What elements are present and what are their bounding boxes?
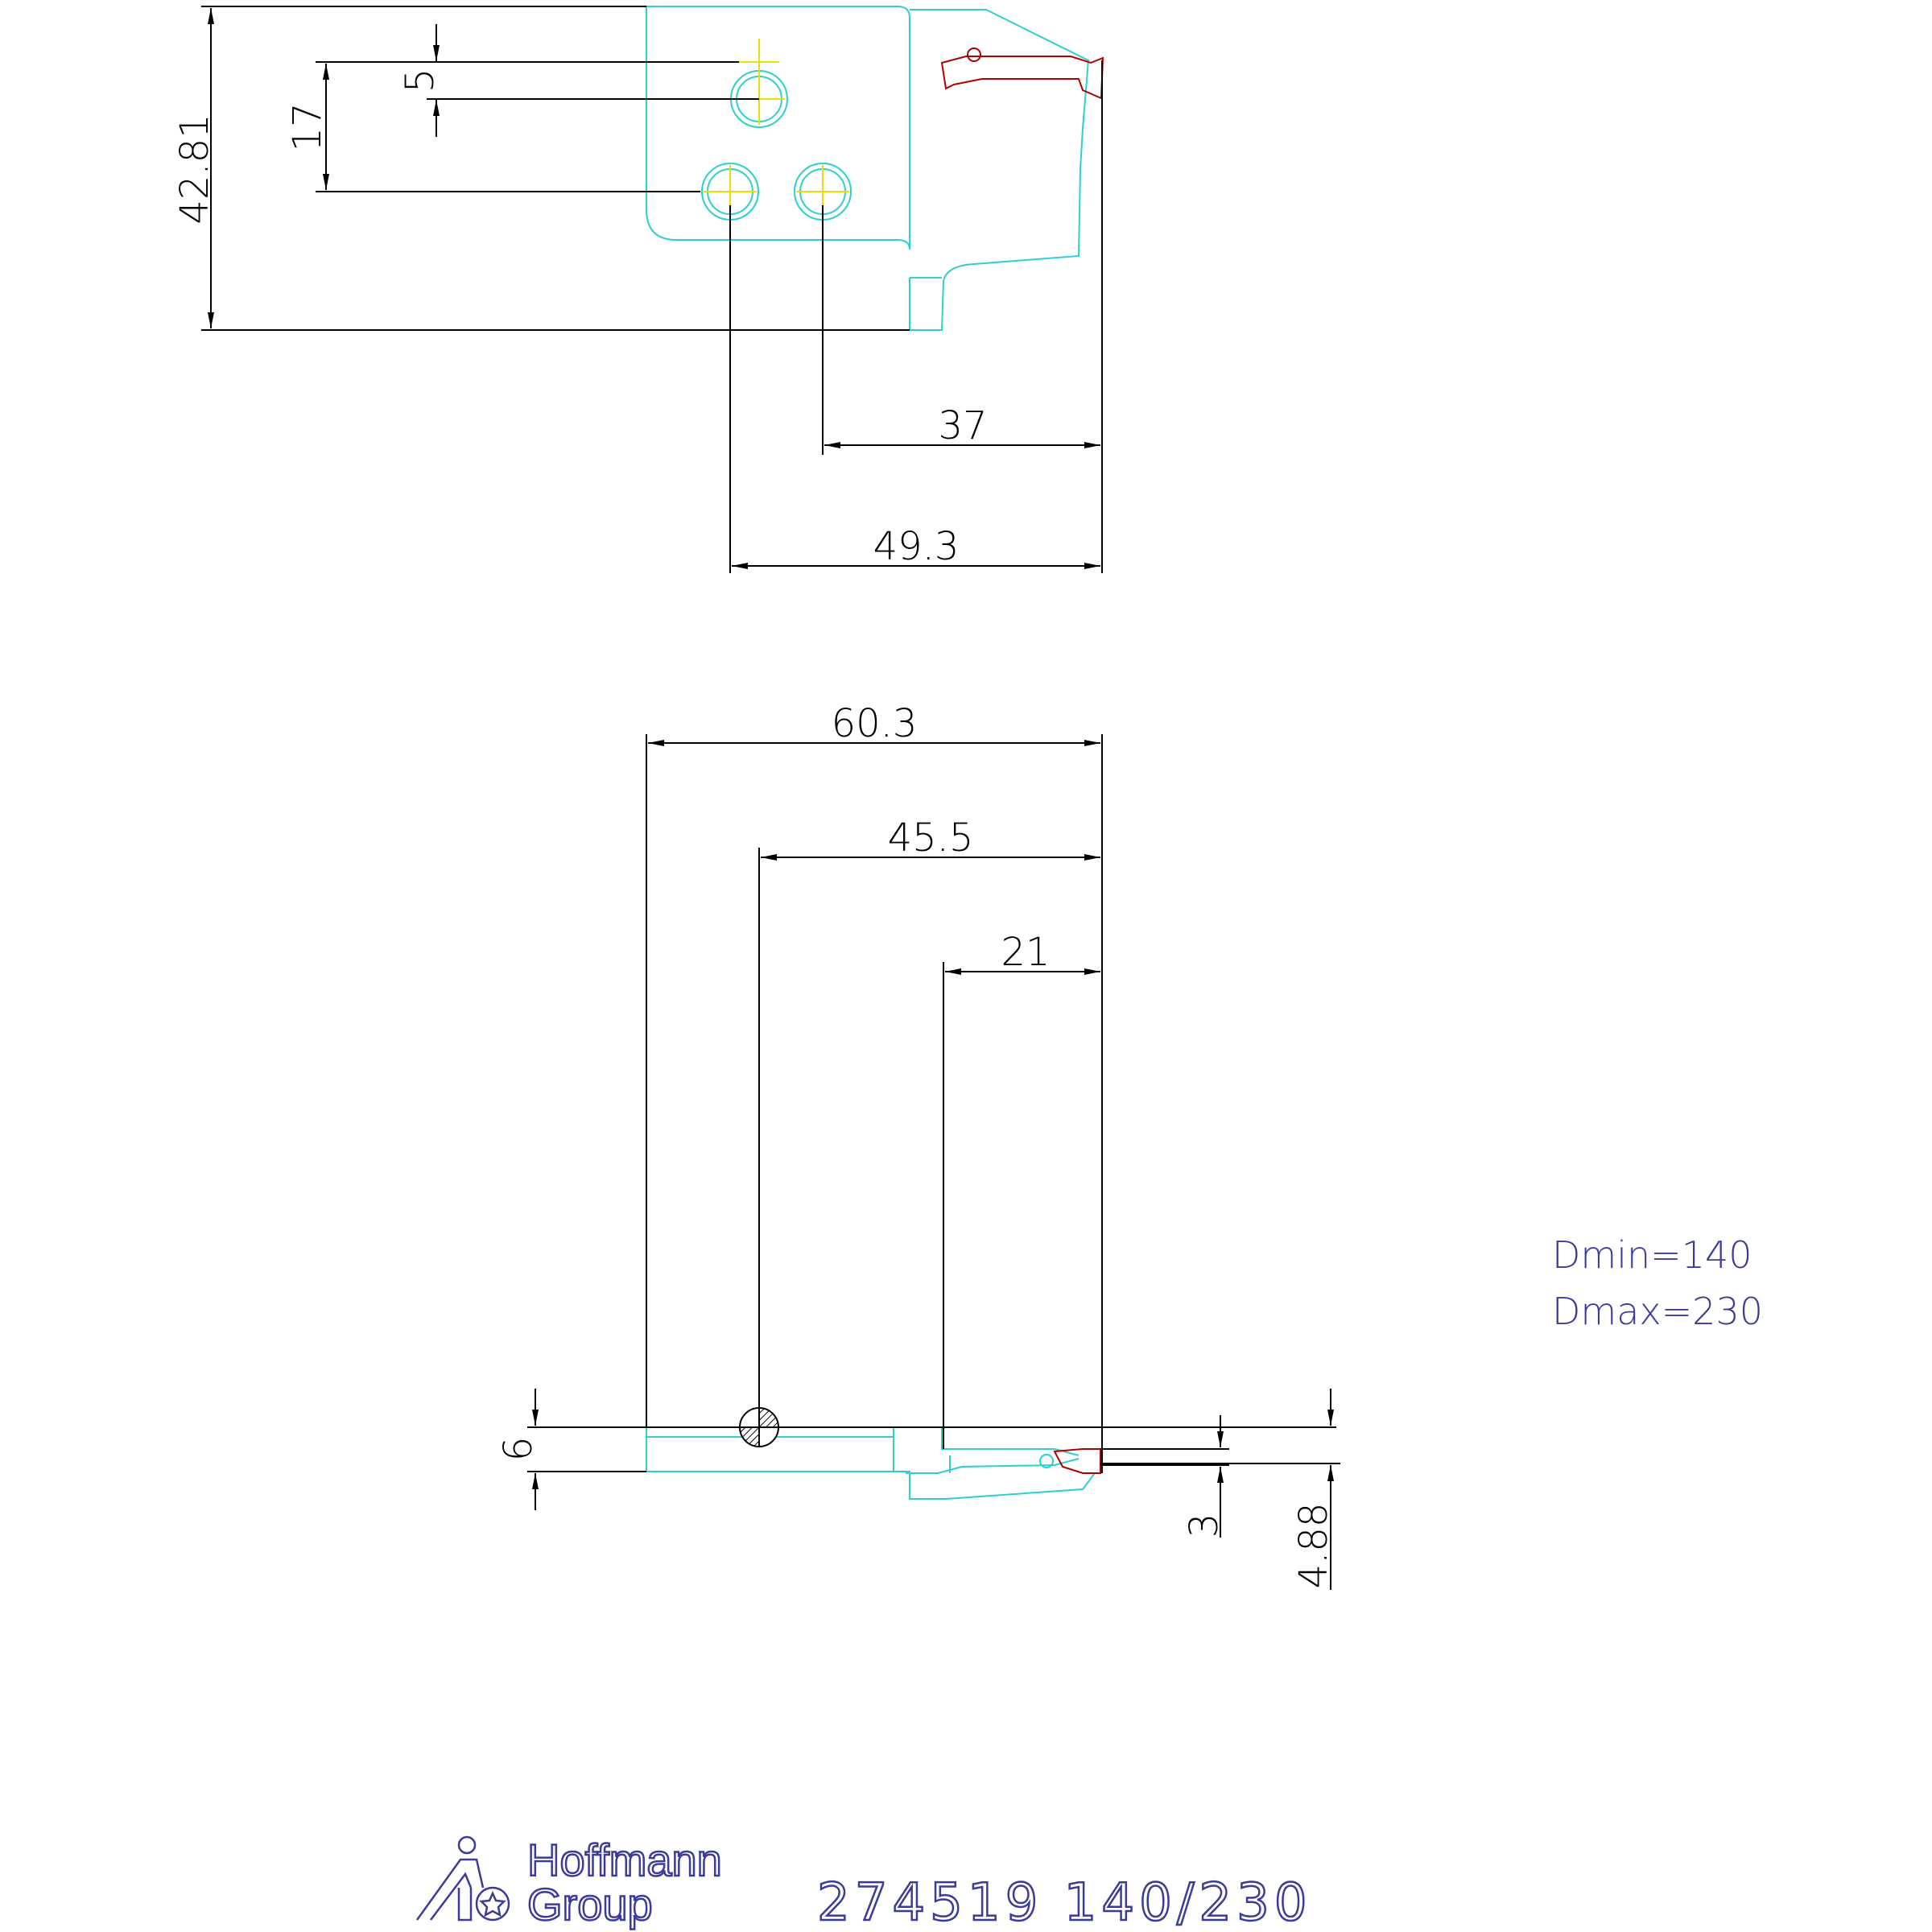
- dim-label-60-3: 60.3: [832, 701, 918, 746]
- dim-5: 5: [398, 24, 759, 137]
- dim-label-49-3: 49.3: [873, 524, 960, 569]
- dim-60-3: 60.3: [646, 701, 1103, 1473]
- dim-label-5: 5: [398, 68, 443, 93]
- dim-37: 37: [822, 60, 1103, 573]
- dim-label-17: 17: [285, 102, 330, 151]
- dim-label-21: 21: [1001, 930, 1050, 975]
- dim-6: 6: [496, 1389, 1336, 1510]
- logo-brand-line2: Group: [527, 1879, 653, 1930]
- dim-17: 17: [285, 61, 739, 192]
- hoffmann-logo: Hoffmann Group: [415, 1834, 723, 1930]
- hole-upper: [730, 39, 788, 128]
- side-insert-outline: [1053, 1448, 1101, 1474]
- dim-49-3: 49.3: [729, 205, 1100, 573]
- dim-label-6: 6: [496, 1437, 541, 1462]
- dim-42-81: 42.81: [172, 6, 910, 331]
- dim-4-88: 4.88: [1100, 1389, 1340, 1590]
- dim-label-4-88: 4.88: [1291, 1503, 1336, 1589]
- dim-21: 21: [943, 930, 1100, 1449]
- dim-label-3: 3: [1182, 1513, 1227, 1538]
- logo-figure-icon: [415, 1835, 510, 1922]
- dim-label-42-81: 42.81: [172, 114, 217, 224]
- side-view: 60.3 45.5 21 6 3: [496, 701, 1340, 1590]
- part-code: 274519 140/230: [817, 1873, 1312, 1932]
- dim-label-37: 37: [938, 403, 987, 448]
- dim-45-5: 45.5: [758, 815, 1100, 1408]
- top-view: 42.81 17 5 37 49.3: [172, 6, 1104, 573]
- note-dmin: Dmin=140: [1552, 1233, 1752, 1277]
- dim-3: 3: [1100, 1415, 1229, 1538]
- logo-brand-line1: Hoffmann: [527, 1835, 722, 1885]
- note-dmax: Dmax=230: [1552, 1290, 1763, 1333]
- holder-body-outline: [646, 6, 910, 250]
- dim-label-45-5: 45.5: [888, 815, 974, 861]
- insert-outline: [940, 56, 1104, 100]
